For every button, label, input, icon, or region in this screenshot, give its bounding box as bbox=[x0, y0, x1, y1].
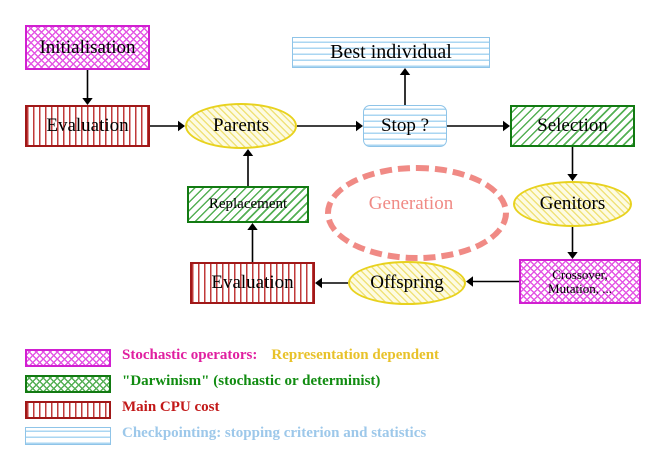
legend-text-main-cpu-cost: Main CPU cost bbox=[122, 399, 220, 416]
node-label-replacement: Replacement bbox=[208, 195, 288, 212]
legend-swatch-main-cpu-cost bbox=[25, 401, 111, 419]
legend-label-checkpointing: Checkpointing: stopping criterion and st… bbox=[122, 425, 427, 441]
node-parents: Parents bbox=[185, 103, 297, 149]
legend-extra-stochastic-operators: Representation dependent bbox=[271, 347, 440, 363]
node-label-evaluation-top: Evaluation bbox=[46, 115, 129, 137]
node-label-evaluation-bot: Evaluation bbox=[211, 272, 294, 294]
node-label-best-individual: Best individual bbox=[330, 41, 452, 63]
node-label-stop: Stop ? bbox=[380, 115, 430, 137]
generation-label: Generation bbox=[368, 193, 454, 214]
node-best-individual: Best individual bbox=[292, 37, 490, 68]
legend-swatch-checkpointing bbox=[25, 427, 111, 445]
node-stop: Stop ? bbox=[363, 105, 447, 147]
node-initialisation: Initialisation bbox=[25, 25, 150, 70]
node-evaluation-bot: Evaluation bbox=[190, 262, 315, 304]
node-crossover: Crossover,Mutation, ... bbox=[519, 259, 641, 304]
node-replacement: Replacement bbox=[187, 186, 309, 223]
legend-swatch-stochastic-operators bbox=[25, 349, 111, 367]
node-label-parents: Parents bbox=[213, 115, 269, 137]
node-label-crossover: Crossover,Mutation, ... bbox=[548, 266, 612, 296]
legend-text-checkpointing: Checkpointing: stopping criterion and st… bbox=[122, 425, 426, 442]
legend-text-stochastic-operators: Stochastic operators: Representation depe… bbox=[122, 347, 439, 364]
legend-swatch-darwinism bbox=[25, 375, 111, 393]
legend-text-darwinism: "Darwinism" (stochastic or determinist) bbox=[122, 373, 380, 390]
node-label-offspring: Offspring bbox=[370, 272, 444, 294]
node-label-genitors: Genitors bbox=[539, 193, 606, 215]
node-genitors: Genitors bbox=[513, 181, 632, 227]
node-label-selection: Selection bbox=[537, 115, 608, 137]
legend-label-stochastic-operators: Stochastic operators: bbox=[122, 347, 258, 363]
generation-ellipse bbox=[325, 165, 509, 261]
node-offspring: Offspring bbox=[348, 261, 466, 305]
node-selection: Selection bbox=[510, 105, 635, 147]
node-evaluation-top: Evaluation bbox=[25, 105, 150, 147]
legend-label-darwinism: "Darwinism" (stochastic or determinist) bbox=[122, 373, 381, 389]
legend-label-main-cpu-cost: Main CPU cost bbox=[122, 399, 220, 415]
node-label-initialisation: Initialisation bbox=[39, 36, 136, 58]
